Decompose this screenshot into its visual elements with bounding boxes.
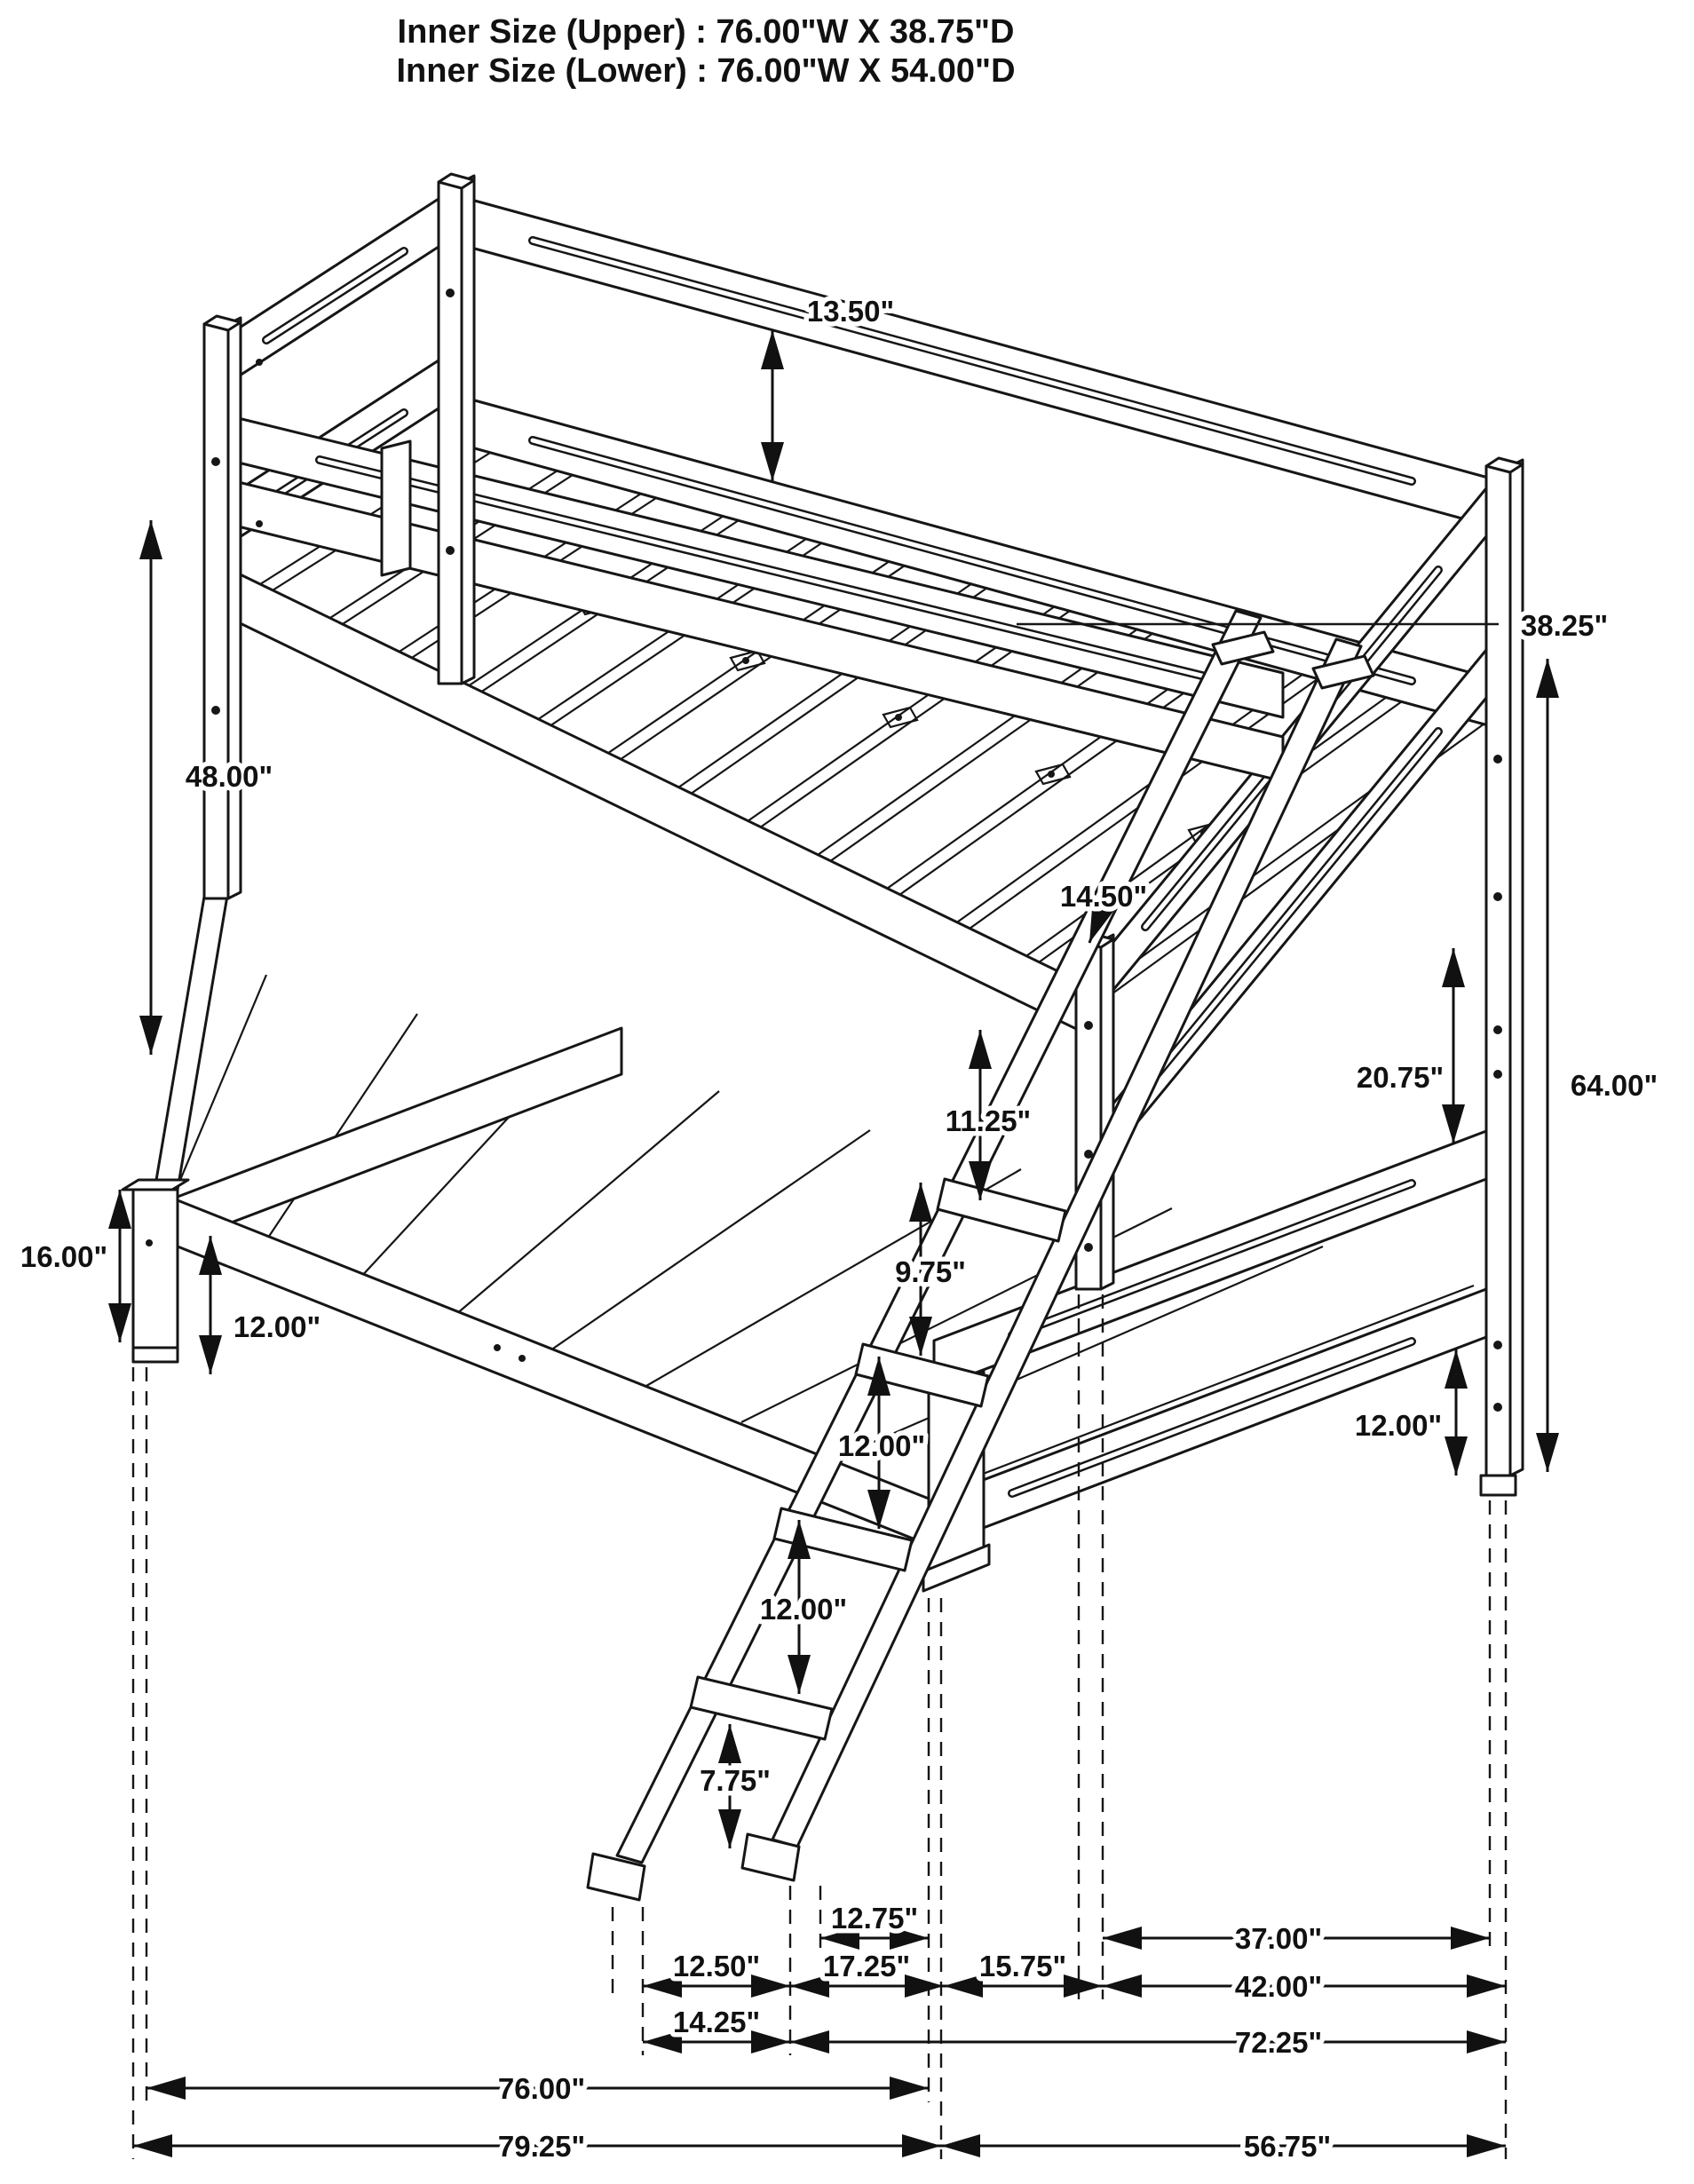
post-rear-left (437, 180, 463, 685)
upper-headboard-top-board (226, 195, 443, 385)
dim-label-13-50: 13.50" (807, 295, 894, 328)
dim-label-7-75: 7.75" (700, 1764, 771, 1797)
dim-label-76-00: 76.00" (498, 2072, 585, 2105)
dim-label-11-25: 11.25" (946, 1104, 1031, 1137)
dim-label-14-25: 14.25" (673, 2006, 760, 2038)
dim-label-12-00-right: 12.00" (1355, 1409, 1442, 1442)
dim-label-12-00-ladder-upper: 12.00" (838, 1429, 925, 1462)
ladder-foot-left (586, 1852, 646, 1902)
title-block: Inner Size (Upper) : 76.00"W X 38.75"D I… (396, 13, 1015, 90)
dim-label-42-00: 42.00" (1235, 1970, 1322, 2003)
ladder-rung-4 (689, 1675, 834, 1741)
dim-label-64-00: 64.00" (1571, 1069, 1658, 1102)
ladder-rail-left (615, 609, 1263, 1864)
dim-label-16-00: 16.00" (20, 1240, 107, 1273)
post-lower-left (131, 1188, 179, 1349)
dim-label-12-75: 12.75" (831, 1902, 918, 1935)
post-front-left (202, 322, 230, 900)
ladder-hook-right (1311, 654, 1375, 690)
upper-bunk (226, 195, 1490, 1168)
dim-label-15-75: 15.75" (979, 1950, 1066, 1982)
lower-head-connector (152, 889, 230, 1198)
dim-label-17-25: 17.25" (823, 1950, 910, 1982)
dim-label-14-50: 14.50" (1060, 880, 1147, 913)
dim-label-48-00: 48.00" (186, 760, 273, 793)
lower-bed (152, 889, 1488, 1548)
dimension-lines (108, 330, 1559, 2157)
dim-label-12-50: 12.50" (673, 1950, 760, 1982)
title-line-upper: Inner Size (Upper) : 76.00"W X 38.75"D (398, 13, 1015, 51)
dim-label-20-75: 20.75" (1357, 1061, 1444, 1094)
bed-posts (121, 172, 1524, 1593)
dim-label-56-75: 56.75" (1244, 2130, 1331, 2163)
ladder-foot-right (740, 1832, 801, 1882)
dim-label-38-25: 38.25" (1521, 609, 1608, 642)
title-line-lower: Inner Size (Lower) : 76.00"W X 54.00"D (396, 52, 1015, 90)
dim-label-9-75: 9.75" (895, 1255, 966, 1288)
post-rear-right (1484, 464, 1512, 1477)
lower-bed-slats (167, 974, 1475, 1495)
guard-rail-stile (380, 439, 412, 577)
dim-label-12-00-left: 12.00" (234, 1310, 321, 1343)
dim-label-12-00-ladder-lower: 12.00" (760, 1593, 847, 1626)
dim-label-79-25: 79.25" (498, 2130, 585, 2163)
ladder-hook-left (1211, 630, 1275, 666)
dim-label-72-25: 72.25" (1235, 2026, 1322, 2059)
lower-side-rail (176, 1026, 623, 1245)
dim-label-37-00: 37.00" (1235, 1922, 1322, 1955)
extension-lines (131, 1294, 1508, 2159)
dimension-labels: 13.50" 38.25" 48.00" 14.50" 20.75" 64.00… (15, 290, 1662, 2168)
